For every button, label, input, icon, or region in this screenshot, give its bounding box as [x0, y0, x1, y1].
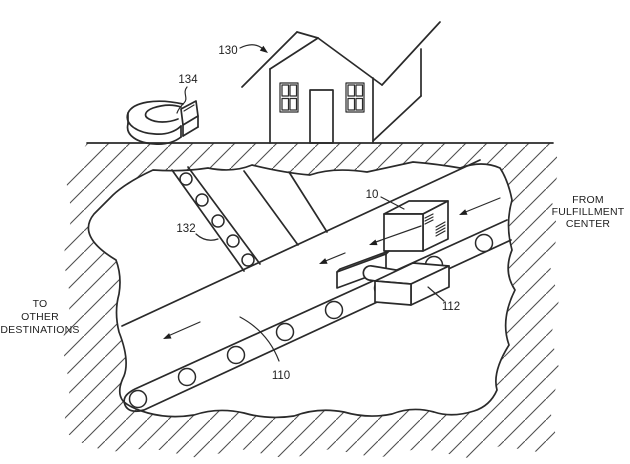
house	[241, 21, 441, 144]
chute-opening-inner-wall	[183, 104, 195, 112]
left-arrow-icon	[369, 225, 422, 246]
label-132-leader	[195, 233, 219, 241]
tunnel-cutout	[87, 161, 516, 419]
chute-base-curve	[126, 123, 182, 145]
package-label-lines	[424, 213, 446, 237]
belt-roller	[474, 233, 494, 253]
label-112-leader	[427, 286, 445, 302]
branch-chute	[243, 170, 328, 246]
belt-far-edge	[121, 159, 481, 327]
label-134-leader	[176, 86, 188, 114]
label-110: 110	[272, 370, 290, 382]
branch-132-left-edge	[171, 169, 245, 272]
left-arrow-icon	[163, 321, 201, 339]
caption-left-line3: DESTINATIONS	[0, 324, 79, 336]
left-arrow-icon	[459, 197, 501, 215]
branch-roller	[195, 193, 209, 207]
caption-from-fulfillment-center: FROM FULFILLMENT CENTER	[552, 194, 625, 230]
branch-roller	[226, 234, 240, 248]
label-10-leader	[380, 196, 405, 210]
caption-right-line1: FROM	[572, 194, 604, 206]
caption-right-line3: CENTER	[566, 218, 611, 230]
caption-left-line2: OTHER	[21, 311, 59, 323]
belt-roller	[275, 322, 295, 342]
chute-opening-bottom-edge	[182, 126, 199, 137]
branch-roller	[211, 214, 225, 228]
roof-eaves-receding	[381, 21, 441, 86]
belt-roller	[128, 389, 148, 409]
underground-conveyor	[121, 159, 512, 413]
label-130-arrow-icon	[239, 44, 268, 53]
caption-left-line1: TO	[33, 298, 48, 310]
roof-left-overhang	[241, 31, 298, 88]
direction-arrows	[163, 197, 501, 339]
chute-outer-curve	[126, 100, 184, 135]
window-left	[279, 82, 299, 113]
chute-inner-curve	[144, 104, 182, 123]
label-10: 10	[366, 189, 379, 201]
roof-ridge-edge	[296, 31, 319, 39]
belt-roller	[324, 300, 344, 320]
branch-roller	[241, 253, 255, 267]
caption-right-line2: FULFILLMENT	[552, 206, 625, 218]
belt-roller	[177, 367, 197, 387]
house-side-bottom-edge	[372, 95, 422, 142]
label-130: 130	[218, 45, 237, 57]
reference-labels: 130 134 132 110 112 10	[176, 44, 460, 382]
caption-to-other-destinations: TO OTHER DESTINATIONS	[0, 298, 79, 336]
street-chute-134	[126, 100, 199, 145]
diverter-body-front-face	[374, 280, 412, 306]
branch-conveyor-132	[171, 166, 261, 272]
label-134: 134	[178, 74, 198, 86]
window-right	[345, 82, 365, 113]
captions: TO OTHER DESTINATIONS FROM FULFILLMENT C…	[0, 194, 624, 336]
label-110-leader	[239, 316, 280, 362]
diverter-112	[336, 250, 450, 306]
branch-chute-right-edge	[288, 171, 328, 233]
roof-left-slope	[269, 37, 319, 70]
belt-near-edge-and-frame	[123, 219, 512, 413]
package-10	[369, 200, 449, 252]
label-132: 132	[176, 223, 195, 235]
branch-roller	[179, 172, 193, 186]
branch-132-right-edge	[187, 166, 261, 265]
left-arrow-icon	[319, 252, 346, 264]
belt-roller	[226, 345, 246, 365]
roof-right-slope	[317, 37, 383, 86]
branch-chute-left-edge	[243, 170, 299, 246]
label-112: 112	[442, 301, 460, 313]
house-door	[309, 89, 334, 144]
